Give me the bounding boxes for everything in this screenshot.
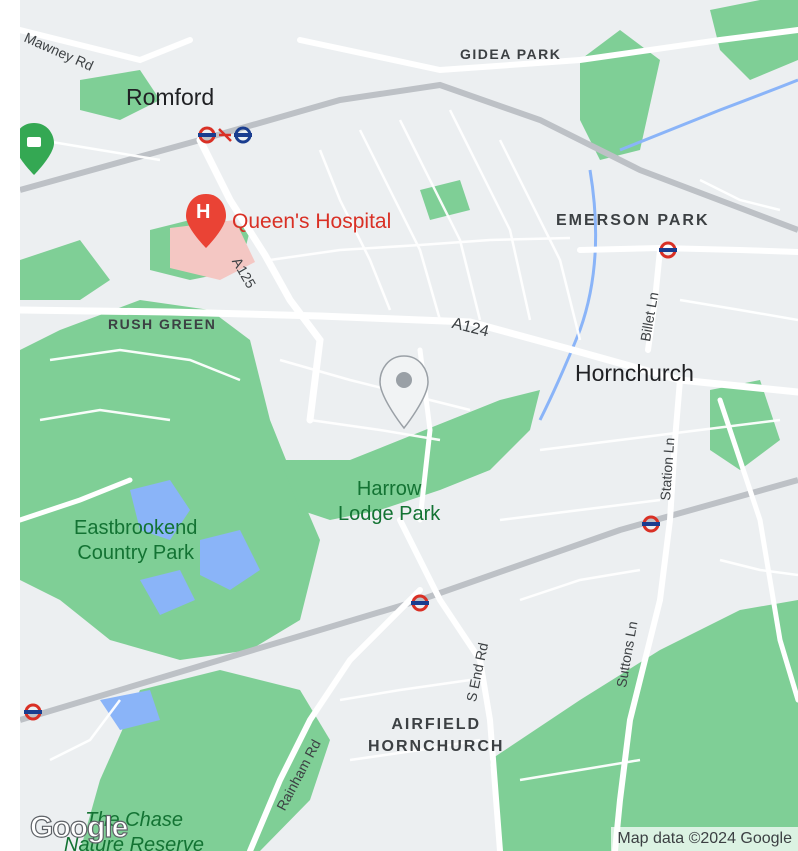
label-gidea-park: GIDEA PARK <box>460 46 562 62</box>
label-rush-green: RUSH GREEN <box>108 316 217 332</box>
station-markers <box>24 126 677 721</box>
station-lane <box>657 377 683 603</box>
gidea-park-green <box>580 30 660 160</box>
label-romford: Romford <box>126 84 215 110</box>
label-hornchurch: Hornchurch <box>575 360 694 386</box>
map-copyright[interactable]: Map data ©2024 Google <box>611 827 798 851</box>
a125-road <box>196 136 324 424</box>
emerson-park-station <box>659 241 677 259</box>
south-east-park <box>490 600 798 851</box>
west-green <box>20 240 110 300</box>
billet-lane <box>645 247 663 353</box>
label-harrow-lodge-park: Harrow Lodge Park <box>338 478 441 525</box>
elm-park-station <box>411 594 429 612</box>
stream-ne <box>619 78 798 152</box>
north-east-green <box>710 0 798 80</box>
rainham-road <box>247 587 423 851</box>
label-chase-reserve: The Chase Nature Reserve <box>64 809 205 851</box>
hospital-marker <box>186 194 226 248</box>
location-pin <box>379 355 429 430</box>
east-road <box>717 397 798 703</box>
park-poi-marker <box>20 123 54 175</box>
rail-south <box>20 477 798 723</box>
hospital-grounds <box>170 220 255 280</box>
suttons-lane <box>612 597 663 851</box>
label-eastbrookend: Eastbrookend Country Park <box>74 517 198 564</box>
emerson-road <box>577 244 798 255</box>
google-logo[interactable]: Google <box>29 810 129 844</box>
lake-4 <box>100 690 160 730</box>
lake-3 <box>140 570 195 615</box>
mid-green <box>420 180 470 220</box>
mawney-road <box>20 27 193 64</box>
harrow-lodge-park <box>280 390 540 520</box>
water-layer <box>100 78 798 730</box>
west-station <box>24 703 42 721</box>
streets-layer <box>39 109 798 782</box>
hornchurch-station <box>642 515 660 533</box>
road-label-station: Station Ln <box>657 437 678 502</box>
label-queens-hospital[interactable]: Queen's Hospital <box>232 210 392 233</box>
romford-station <box>198 126 252 144</box>
hospital-glyph: H <box>196 201 211 223</box>
stream-east <box>538 169 598 421</box>
label-airfield-hornchurch: AIRFIELD HORNCHURCH <box>368 716 505 755</box>
map-canvas[interactable]: Romford GIDEA PARK EMERSON PARK RUSH GRE… <box>20 0 798 851</box>
lake-2 <box>200 530 260 590</box>
label-emerson-park: EMERSON PARK <box>556 212 710 229</box>
west-road <box>20 477 133 523</box>
gidea-road <box>297 27 798 74</box>
lake-1 <box>130 480 190 540</box>
s-end-road <box>397 517 503 851</box>
map-base <box>20 0 798 851</box>
romford-green <box>80 70 160 120</box>
